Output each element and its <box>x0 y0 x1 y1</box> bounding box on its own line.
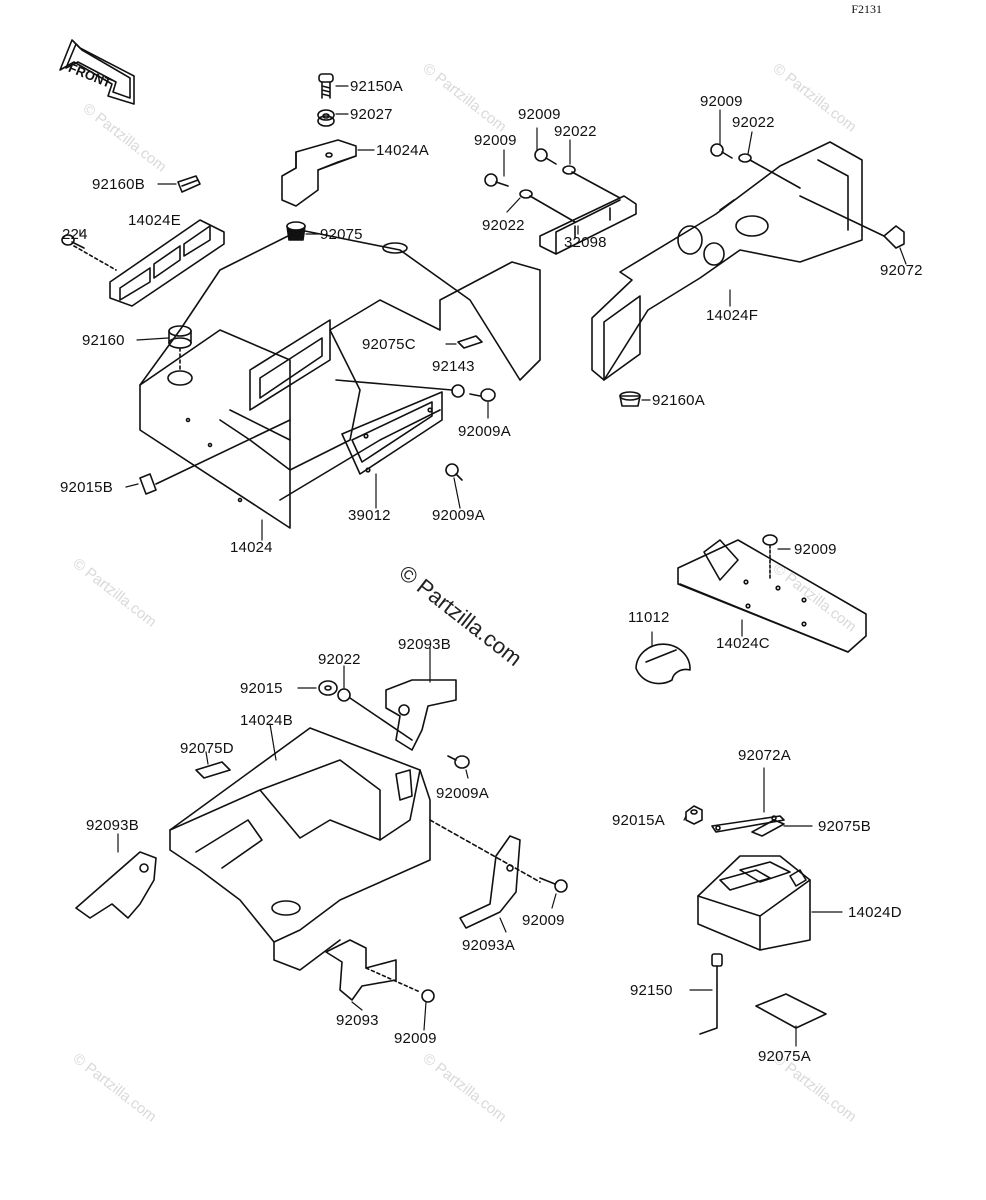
box-14024D <box>697 855 811 951</box>
part-label: 92022 <box>318 651 361 668</box>
bracket-14024A <box>281 139 357 207</box>
part-label: 92075B <box>818 818 871 835</box>
part-label: 92093B <box>398 636 451 653</box>
bracket-92093B-left <box>75 851 157 919</box>
part-label: 92015A <box>612 812 665 829</box>
bracket-92093 <box>325 939 421 1001</box>
part-label: 92093B <box>86 817 139 834</box>
part-label: 92027 <box>350 106 393 123</box>
washer-92022-lower <box>337 688 413 741</box>
cover-14024 <box>139 229 541 529</box>
figure-code: F2131 <box>851 2 882 16</box>
part-label: 92009 <box>518 106 561 123</box>
part-label: 39012 <box>348 507 391 524</box>
part-label: 14024B <box>240 712 293 729</box>
part-label: 92022 <box>554 123 597 140</box>
screw-92009-92093A <box>539 877 568 893</box>
part-label: 92075C <box>362 336 416 353</box>
part-label: 11012 <box>628 609 670 626</box>
screw-92009A-lower <box>445 463 463 481</box>
washer-92027 <box>317 109 335 127</box>
part-label: 92150A <box>350 78 403 95</box>
plate-39012 <box>341 391 443 475</box>
pad-92075C <box>457 335 483 349</box>
part-label: 92009 <box>474 132 517 149</box>
bracket-32098 <box>539 195 637 255</box>
part-label: 92015 <box>240 680 283 697</box>
part-label: 92022 <box>732 114 775 131</box>
part-label: 92072 <box>880 262 923 279</box>
rod-92150 <box>699 953 723 1035</box>
part-label: 92093 <box>336 1012 379 1029</box>
washer-92022-14024F <box>738 153 801 189</box>
cover-14024F <box>591 141 863 381</box>
part-label: 92093A <box>462 937 515 954</box>
part-label: 32098 <box>564 234 607 251</box>
cover-14024B <box>169 727 541 971</box>
grommet-92160A <box>619 391 641 407</box>
bracket-92093A <box>459 835 521 929</box>
pad-92075B <box>751 819 785 837</box>
nut-92015 <box>318 680 338 696</box>
bolt-92150A <box>318 73 334 99</box>
part-label: 14024C <box>716 635 770 652</box>
part-label: 92075A <box>758 1048 811 1065</box>
part-label: 14024F <box>706 307 759 324</box>
collar-92143 <box>335 379 465 398</box>
front-arrow-icon <box>59 39 135 105</box>
washer-92022-32098-a <box>519 189 533 199</box>
part-label: 92009 <box>522 912 565 929</box>
screw-92009-32098-b <box>534 148 557 165</box>
part-label: 92009 <box>794 541 837 558</box>
pad-92075A <box>755 993 827 1029</box>
part-label: 92022 <box>482 217 525 234</box>
part-label: 92160 <box>82 332 125 349</box>
part-label: 14024 <box>230 539 273 556</box>
part-label: 92150 <box>630 982 673 999</box>
part-label: 14024A <box>376 142 429 159</box>
pad-92075D <box>195 761 231 779</box>
washer-92022-32098-b <box>529 165 621 223</box>
clamp-92072 <box>799 195 905 249</box>
part-label: 92075D <box>180 740 234 757</box>
part-label: 92009 <box>394 1030 437 1047</box>
nut-92015A <box>685 805 703 825</box>
grommet-92160B <box>177 175 201 193</box>
part-label: 224 <box>62 226 88 243</box>
part-label: 92075 <box>320 226 363 243</box>
screw-92009A-upper <box>469 388 496 402</box>
part-label: 92143 <box>432 358 475 375</box>
part-label: 92009 <box>700 93 743 110</box>
part-label: 14024E <box>128 212 181 229</box>
leader-lines <box>79 85 907 1047</box>
clip-92015B <box>139 419 291 495</box>
tray-14024C <box>677 539 867 653</box>
part-label: 92009A <box>432 507 485 524</box>
part-label: 92072A <box>738 747 791 764</box>
part-label: 92015B <box>60 479 113 496</box>
screw-92009-14024C <box>762 534 778 581</box>
screw-92009A-lower-cover <box>447 755 470 769</box>
screw-92009-32098-a <box>484 173 509 187</box>
screw-224 <box>61 234 117 271</box>
part-label: 92009A <box>436 785 489 802</box>
screw-92009-14024F <box>710 143 733 159</box>
part-label: 92009A <box>458 423 511 440</box>
grommet-92160 <box>168 325 192 371</box>
disc-11012 <box>635 643 691 685</box>
part-label: 14024D <box>848 904 902 921</box>
part-label: 92160A <box>652 392 705 409</box>
screw-92009-92093 <box>421 989 435 1003</box>
panel-14024E <box>109 219 225 307</box>
part-label: 92160B <box>92 176 145 193</box>
bracket-92093B-upper <box>385 679 457 751</box>
